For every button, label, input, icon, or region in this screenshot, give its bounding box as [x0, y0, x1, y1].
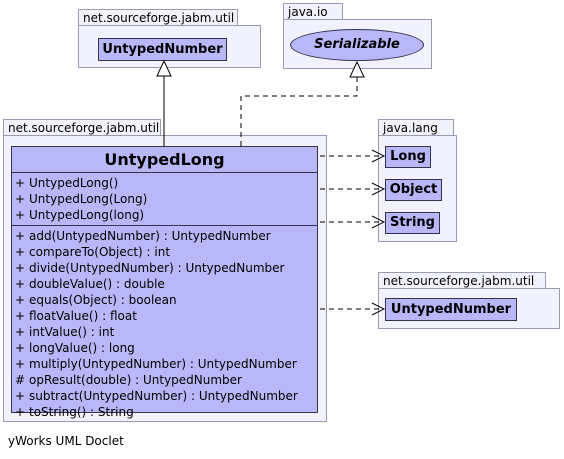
constructor-item: +UntypedLong(Long): [15, 192, 148, 206]
method-item: +floatValue() : float: [15, 309, 137, 323]
package-util-main-label: net.sourceforge.jabm.util: [3, 119, 161, 135]
realization-line: [240, 77, 358, 146]
footer-credit: yWorks UML Doclet: [8, 434, 124, 448]
method-item: +longValue() : long: [15, 341, 135, 355]
constructor-item: +UntypedLong(long): [15, 208, 145, 222]
class-untyped-number-right: UntypedNumber: [385, 298, 517, 321]
method-item: +subtract(UntypedNumber) : UntypedNumber: [15, 389, 298, 403]
package-java-io-label: java.io: [283, 3, 343, 19]
package-util-top-label: net.sourceforge.jabm.util: [78, 9, 238, 25]
generalization-arrowhead: [156, 59, 172, 77]
package-util-right: net.sourceforge.jabm.util: [378, 272, 560, 329]
method-item: +multiply(UntypedNumber) : UntypedNumber: [15, 357, 297, 371]
realization-arrowhead: [349, 60, 365, 78]
dependency-string-arrowhead: [371, 215, 386, 229]
method-item: #opResult(double) : UntypedNumber: [15, 373, 242, 387]
method-item: +divide(UntypedNumber) : UntypedNumber: [15, 261, 285, 275]
package-java-lang-label: java.lang: [378, 119, 454, 135]
method-item: +toString() : String: [15, 405, 134, 419]
constructor-item: +UntypedLong(): [15, 176, 119, 190]
class-untyped-long-title: UntypedLong: [12, 147, 317, 173]
class-long: Long: [385, 146, 431, 168]
method-item: +intValue() : int: [15, 325, 115, 339]
method-item: +compareTo(Object) : int: [15, 245, 171, 259]
methods-section: +add(UntypedNumber) : UntypedNumber +com…: [12, 226, 317, 422]
method-item: +add(UntypedNumber) : UntypedNumber: [15, 229, 271, 243]
method-item: +doubleValue() : double: [15, 277, 165, 291]
dependency-long-arrowhead: [371, 149, 386, 163]
interface-serializable: Serializable: [290, 29, 424, 61]
dependency-untyped-number-arrowhead: [371, 302, 386, 316]
package-util-right-label: net.sourceforge.jabm.util: [378, 272, 546, 288]
dependency-object-arrowhead: [371, 182, 386, 196]
class-untyped-long: UntypedLong +UntypedLong() +UntypedLong(…: [11, 146, 318, 419]
method-item: +equals(Object) : boolean: [15, 293, 177, 307]
class-object: Object: [385, 179, 442, 201]
class-untyped-number-top: UntypedNumber: [98, 38, 227, 61]
constructors-section: +UntypedLong() +UntypedLong(Long) +Untyp…: [12, 173, 317, 226]
class-string: String: [385, 212, 440, 234]
